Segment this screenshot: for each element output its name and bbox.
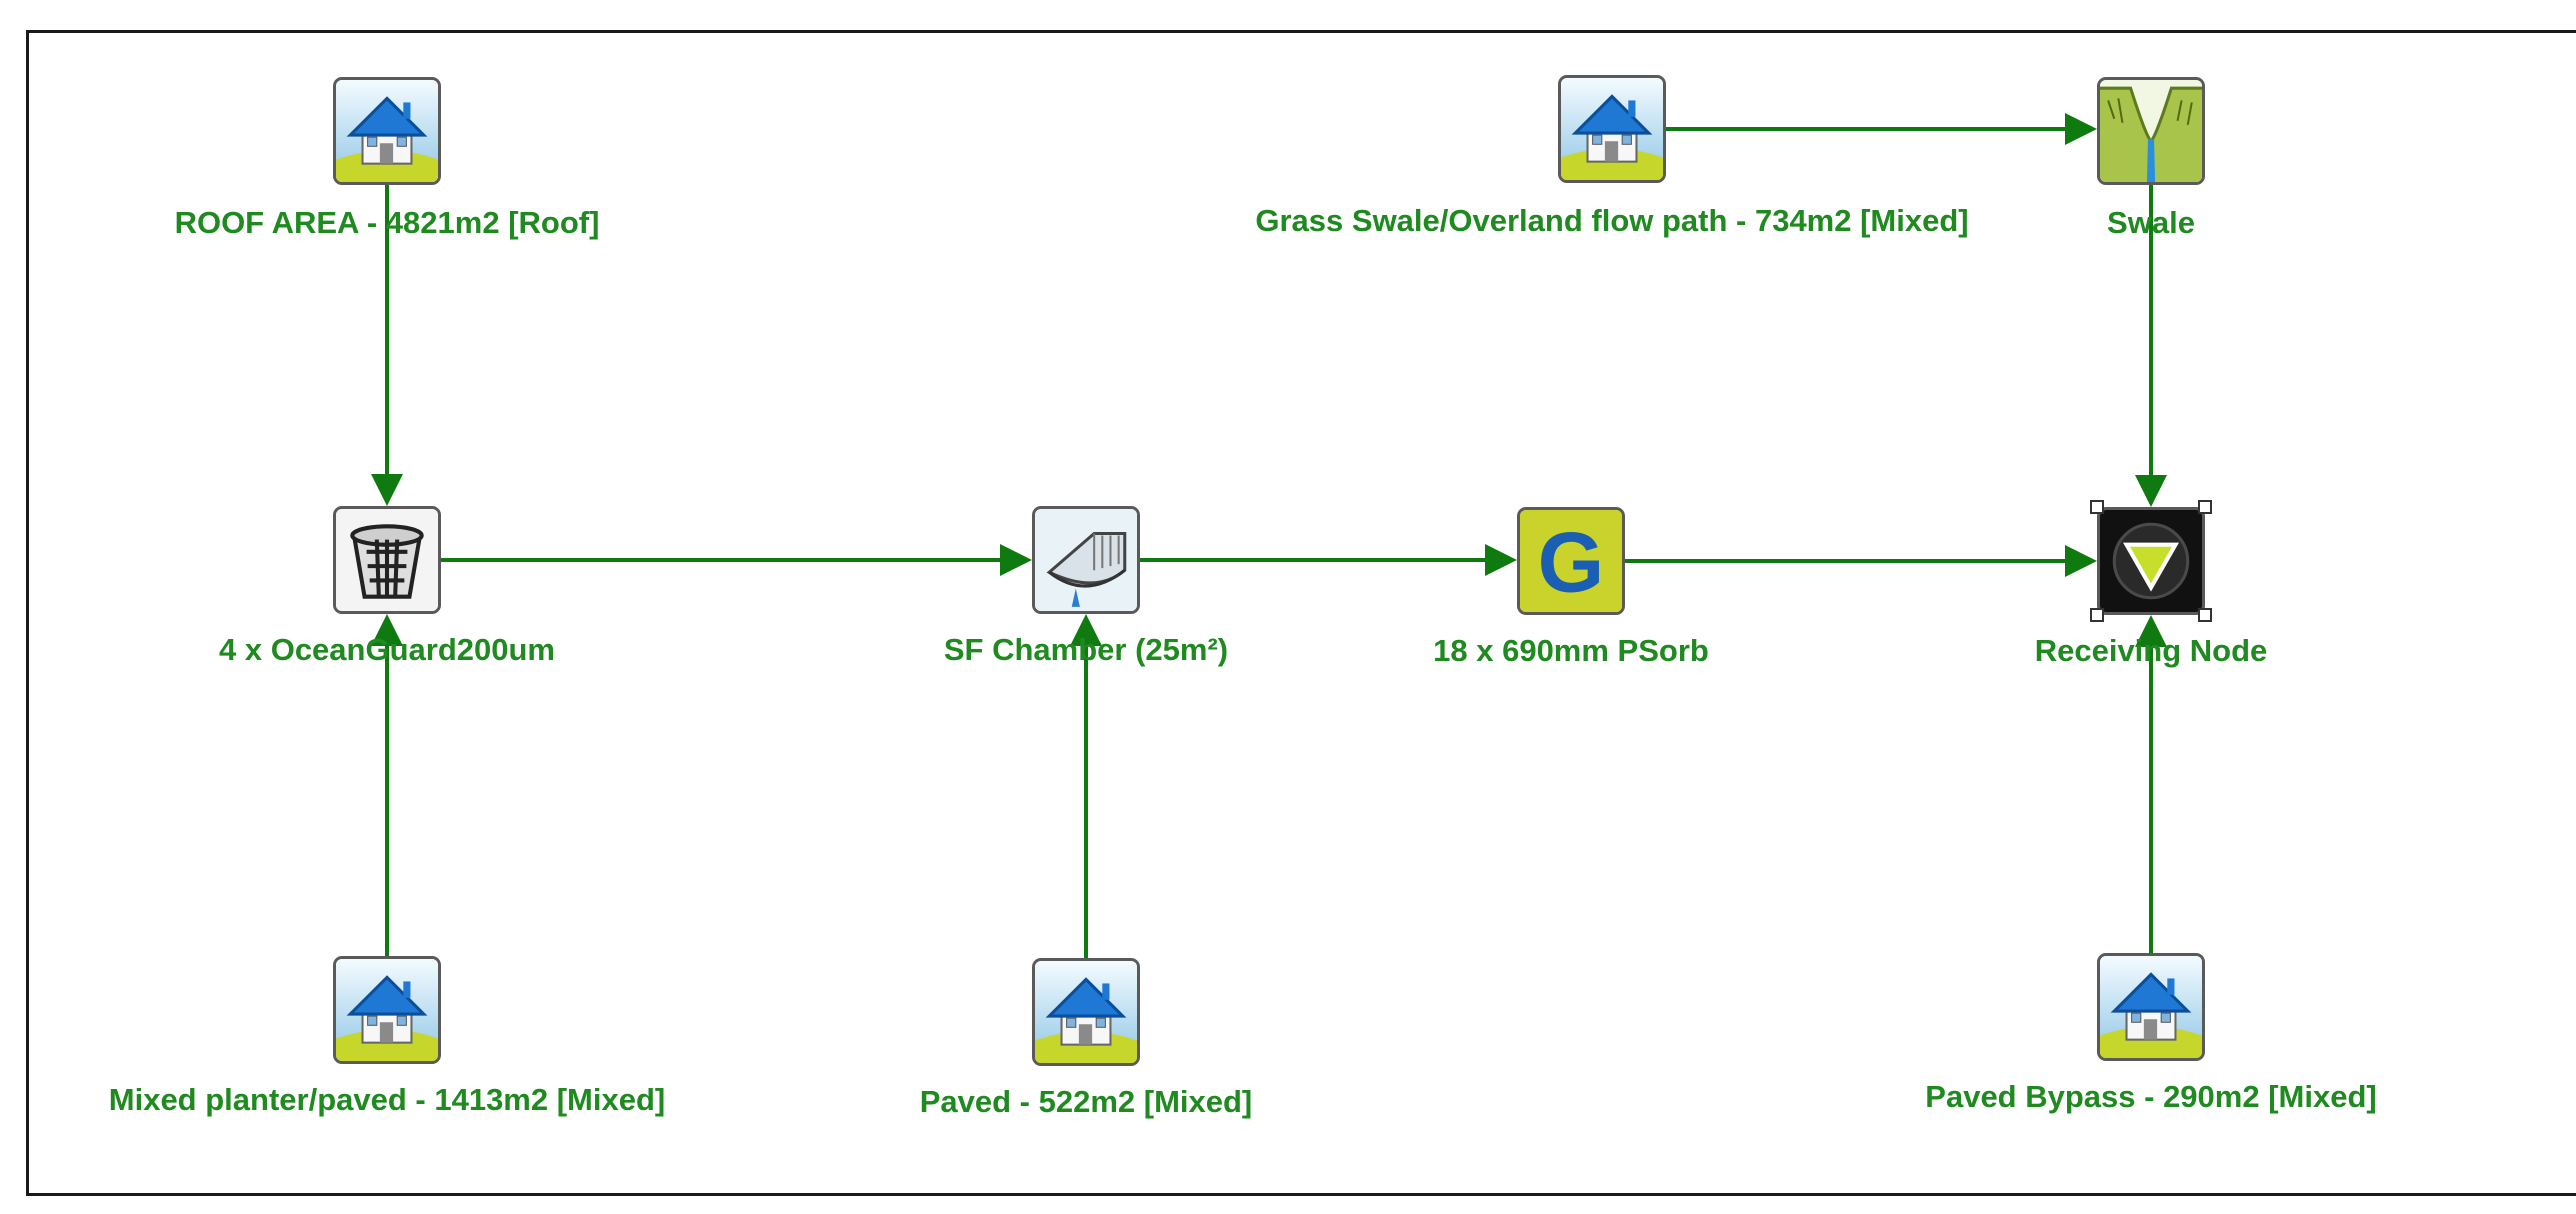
selection-handle-top-right[interactable] [2198,500,2212,514]
node-label-paved[interactable]: Paved - 522m2 [Mixed] [919,1084,1253,1119]
node-label-roof-area[interactable]: ROOF AREA - 4821m2 [Roof] [174,205,600,240]
detention-chamber-icon[interactable] [1032,506,1140,614]
house-catchment-icon[interactable] [1032,958,1140,1066]
house-catchment-icon[interactable] [333,77,441,185]
node-label-swale[interactable]: Swale [2107,205,2195,240]
house-catchment-icon[interactable] [2097,953,2205,1061]
swale-icon[interactable] [2097,77,2205,185]
node-label-oceanguard[interactable]: 4 x OceanGuard200um [219,632,555,667]
selection-handle-bottom-right[interactable] [2198,608,2212,622]
node-label-receiving-node[interactable]: Receiving Node [2034,633,2268,668]
g-filter-icon[interactable] [1517,507,1625,615]
node-label-psorb[interactable]: 18 x 690mm PSorb [1433,633,1709,668]
selection-handle-top-left[interactable] [2090,500,2104,514]
node-label-mixed-planter[interactable]: Mixed planter/paved - 1413m2 [Mixed] [108,1082,666,1117]
node-label-grass-swale-catchment[interactable]: Grass Swale/Overland flow path - 734m2 [… [1255,203,1969,238]
node-label-paved-bypass[interactable]: Paved Bypass - 290m2 [Mixed] [1925,1079,2377,1114]
selection-handle-bottom-left[interactable] [2090,608,2104,622]
pit-basket-icon[interactable] [333,506,441,614]
house-catchment-icon[interactable] [333,956,441,1064]
receiving-node-icon[interactable] [2097,507,2205,615]
house-catchment-icon[interactable] [1558,75,1666,183]
node-label-sf-chamber[interactable]: SF Chamber (25m²) [943,632,1229,667]
